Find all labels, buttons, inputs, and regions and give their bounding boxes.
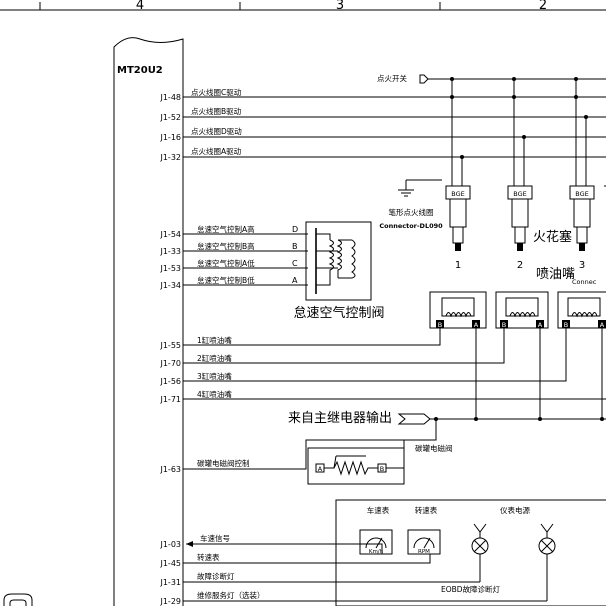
idle-signal-b-low: 怠速空气控制B低: [197, 275, 255, 285]
instrument-cluster-box: [335, 499, 606, 606]
grid-column-3: 3: [336, 0, 344, 13]
ecu-name: MT20U2: [117, 65, 163, 76]
instrument-power-label: 仪表电源: [500, 505, 530, 515]
idle-pin-letter: D: [292, 225, 298, 234]
injector-signal-3: 3缸喷油嘴: [197, 371, 232, 381]
injector-label: 喷油嘴: [536, 267, 575, 282]
pin-label: J1-53: [159, 264, 181, 273]
pin-label: J1-45: [159, 559, 181, 568]
injector-signal-2: 2缸喷油嘴: [197, 353, 232, 363]
relay-connector-arrow: [397, 413, 431, 425]
coil-tag: BGE: [451, 190, 465, 198]
coil-caption: 笔形点火线圈: [389, 207, 434, 217]
canister-pin-a: A: [318, 465, 323, 473]
ecu-pins: J1-48 J1-52 J1-16 J1-32 J1-54 J1-33 J1-5…: [159, 93, 181, 606]
pin-label: J1-31: [159, 578, 181, 587]
pin-label: J1-33: [159, 247, 181, 256]
tachometer-label: 转速表: [415, 505, 438, 515]
pin-label: J1-71: [159, 395, 181, 404]
idle-pin-letter: B: [292, 242, 298, 251]
idle-signal-b-high: 怠速空气控制B高: [197, 241, 255, 251]
idle-valve-label: 怠速空气控制阀: [293, 305, 384, 321]
ecu-module: MT20U2: [113, 37, 184, 606]
coil-tag: BGE: [513, 190, 527, 198]
coil-signal-b: 点火线圈B驱动: [191, 106, 242, 116]
coil-connector: Connector-DL090: [379, 222, 443, 230]
idle-signal-a-high: 怠速空气控制A高: [197, 224, 255, 234]
coil-signal-d: 点火线圈D驱动: [191, 126, 242, 136]
injector-2: B A: [495, 291, 549, 329]
relay-output-label: 来自主继电器输出: [288, 410, 392, 426]
pin-label: J1-34: [159, 281, 181, 290]
injector-connector-partial: Connec: [572, 278, 597, 286]
injector-pin-a: A: [538, 321, 543, 329]
cut-off-corner-icon: [3, 593, 33, 606]
coil-signal-c: 点火线圈C驱动: [191, 87, 242, 97]
idle-valve-body: [305, 221, 372, 301]
pin-label: J1-16: [159, 133, 181, 142]
pin-label: J1-03: [159, 540, 181, 549]
instrument-cluster: 车速表 转速表 仪表电源 Km/h RPM: [183, 499, 606, 606]
canister-solenoid-label: 碳罐电磁阀: [415, 443, 453, 453]
idle-pin-letter: C: [292, 259, 298, 268]
canister-solenoid-box: [307, 447, 405, 485]
injector-pin-a: A: [474, 321, 479, 329]
pin-label: J1-29: [159, 597, 181, 606]
canister-control-signal: 碳罐电磁阀控制: [197, 458, 250, 468]
pin-label: J1-54: [159, 230, 181, 239]
ignition-coil-3: BGE 3: [569, 77, 595, 271]
canister-solenoid-circuit: 碳罐电磁阀控制 碳罐电磁阀 A B: [183, 417, 453, 485]
idle-signal-a-low: 怠速空气控制A低: [197, 258, 255, 268]
obd-lamp-label: EOBD故障诊断灯: [441, 584, 501, 594]
injector-pin-b: B: [564, 321, 568, 329]
pin-label: J1-32: [159, 153, 181, 162]
injector-1: B A: [429, 291, 487, 329]
tacho-signal-label: 转速表: [197, 552, 220, 562]
service-lamp-signal-label: 维修服务灯（选装）: [197, 590, 265, 600]
speed-signal-arrow: [186, 541, 193, 547]
speedometer-unit: Km/h: [369, 549, 384, 555]
tachometer-unit: RPM: [418, 549, 430, 555]
pin-label: J1-56: [159, 377, 181, 386]
coil-tag: BGE: [575, 190, 589, 198]
ground-symbol: [398, 179, 442, 197]
injector-pin-b: B: [502, 321, 506, 329]
ignition-coil-2: BGE 2: [507, 77, 533, 271]
grid-column-4: 4: [136, 0, 144, 13]
pin-label: J1-48: [159, 93, 181, 102]
obd-lamp-icon: [471, 523, 489, 582]
tachometer-gauge: RPM: [407, 529, 441, 555]
ignition-switch-label: 点火开关: [377, 73, 407, 83]
canister-pin-b: B: [380, 465, 384, 473]
injector-pin-b: B: [438, 321, 442, 329]
pin-label: J1-55: [159, 341, 181, 350]
injector-pin-a: A: [600, 321, 605, 329]
service-lamp-icon: [538, 523, 556, 601]
injector-signal-4: 4缸喷油嘴: [197, 389, 232, 399]
idle-air-control-circuit: 怠速空气控制A高 怠速空气控制B高 怠速空气控制A低 怠速空气控制B低 D B …: [183, 221, 385, 321]
pin-label: J1-63: [159, 465, 181, 474]
coil-signal-a: 点火线圈A驱动: [191, 146, 242, 156]
speed-signal-label: 车速信号: [200, 533, 230, 543]
idle-pin-letter: A: [292, 276, 298, 285]
speedometer-gauge: Km/h: [359, 529, 393, 555]
coil-number: 2: [517, 260, 523, 271]
pin-label: J1-70: [159, 359, 181, 368]
injector-circuit: 喷油嘴 Connec B A B A B: [183, 267, 606, 426]
injector-signal-1: 1缸喷油嘴: [197, 335, 232, 345]
pin-label: J1-52: [159, 113, 181, 122]
grid-border: 4 3 2: [0, 0, 606, 13]
speedometer-label: 车速表: [367, 505, 390, 515]
injector-3: B A: [557, 291, 606, 329]
ignition-circuit: 点火开关 点火线圈C驱动 点火线圈B驱动 点火线圈D驱动 点火线圈A驱动: [183, 73, 606, 271]
ignition-coil-1: BGE 1: [445, 77, 471, 271]
grid-column-2: 2: [539, 0, 547, 13]
coil-number: 1: [455, 260, 461, 271]
fault-lamp-signal-label: 故障诊断灯: [197, 571, 235, 581]
coil-number: 3: [579, 260, 585, 271]
spark-plug-label: 火花塞: [533, 229, 572, 245]
